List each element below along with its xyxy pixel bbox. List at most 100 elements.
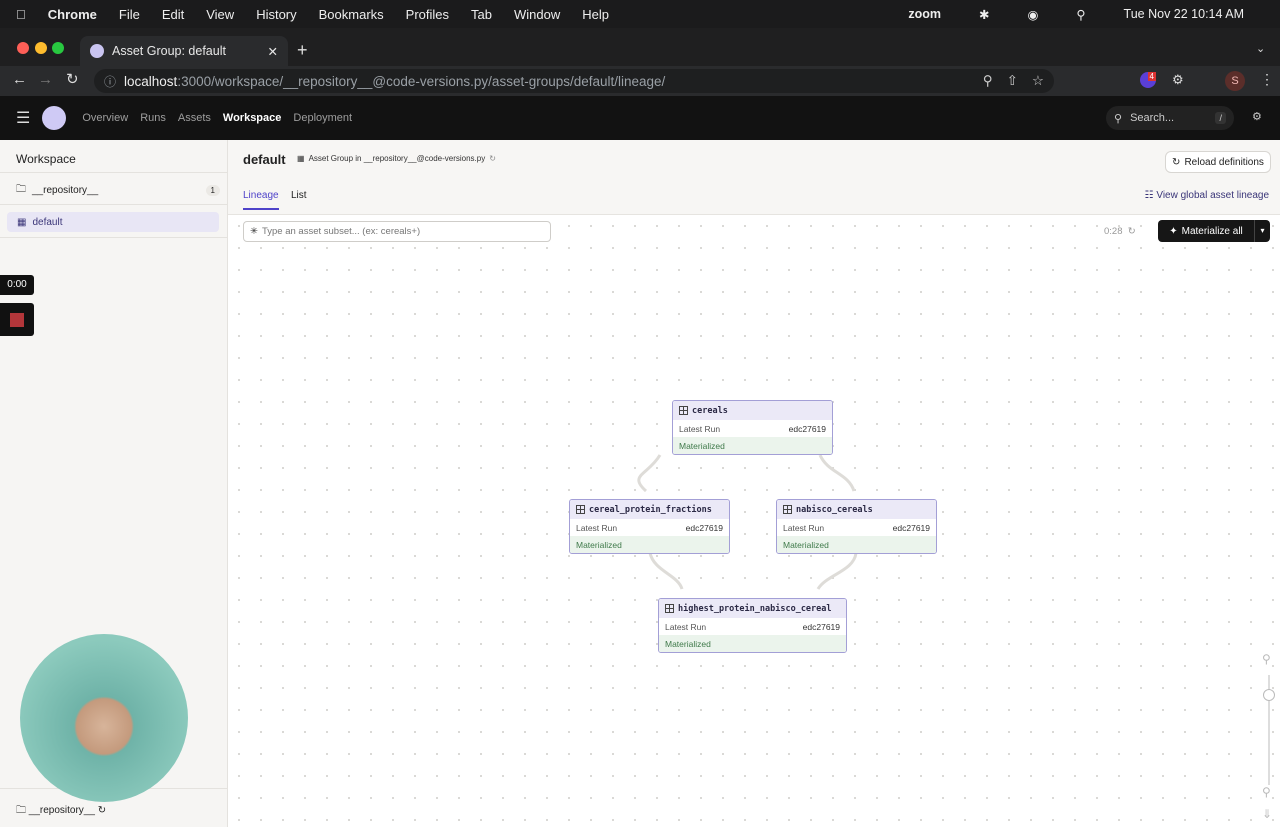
menu-profiles[interactable]: Profiles: [395, 6, 449, 22]
tab-list[interactable]: List: [291, 190, 307, 201]
filter-input[interactable]: ✳ Type an asset subset... (ex: cereals+): [243, 221, 551, 242]
menu-bookmarks[interactable]: Bookmarks: [308, 6, 384, 22]
menu-edit[interactable]: Edit: [152, 6, 184, 22]
menu-history[interactable]: History: [246, 6, 296, 22]
menu-app[interactable]: Chrome: [38, 6, 97, 22]
sidebar-item-default[interactable]: ▦ default: [7, 212, 219, 232]
zoom-status[interactable]: zoom: [908, 7, 941, 21]
close-window-button[interactable]: [17, 42, 29, 54]
browser-tab[interactable]: Asset Group: default ✕: [80, 36, 288, 66]
asset-name: highest_protein_nabisco_cereal: [678, 603, 832, 614]
status-materialized: Materialized: [570, 536, 729, 553]
table-icon: [576, 505, 585, 514]
nav-workspace[interactable]: Workspace: [222, 112, 282, 124]
table-icon: [679, 406, 688, 415]
maximize-window-button[interactable]: [52, 42, 64, 54]
nav-overview[interactable]: Overview: [82, 112, 129, 124]
menu-file[interactable]: File: [109, 6, 140, 22]
run-id-link[interactable]: edc27619: [802, 621, 840, 632]
reload-icon[interactable]: ↻: [66, 71, 79, 88]
asset-group-icon: ▦: [17, 216, 27, 228]
table-icon: [783, 505, 792, 514]
settings-gear-icon[interactable]: ⚙: [1252, 111, 1262, 123]
refresh-icon[interactable]: ↻: [1127, 226, 1136, 237]
extension-icon[interactable]: 4: [1140, 72, 1156, 88]
run-id-link[interactable]: edc27619: [788, 423, 826, 434]
zoom-slider-handle[interactable]: [1263, 689, 1275, 701]
download-icon[interactable]: ⇓: [1262, 807, 1273, 821]
search-input[interactable]: ⚲ Search... /: [1106, 106, 1234, 130]
more-menu-icon[interactable]: ⋮: [1260, 71, 1274, 87]
reload-icon: ↻: [1172, 156, 1181, 168]
status-materialized: Materialized: [673, 437, 832, 454]
extension-badge: 4: [1147, 72, 1156, 81]
url-host: localhost: [124, 73, 178, 89]
footer-repo-label: __repository__: [28, 805, 95, 816]
edges: [637, 454, 858, 590]
asset-node-highest-protein-nabisco-cereal[interactable]: highest_protein_nabisco_cereal Latest Ru…: [658, 598, 847, 653]
run-id-link[interactable]: edc27619: [892, 522, 930, 533]
lineage-canvas[interactable]: ✳ Type an asset subset... (ex: cereals+)…: [228, 214, 1280, 827]
page-title: default: [243, 152, 286, 167]
stop-recording-button[interactable]: [0, 303, 34, 336]
webcam-overlay: [20, 634, 188, 802]
zoom-slider[interactable]: [1263, 675, 1275, 785]
reload-icon[interactable]: ↻: [97, 805, 107, 816]
bookmark-star-icon[interactable]: ☆: [1031, 73, 1044, 88]
status-materialized: Materialized: [659, 635, 846, 652]
latest-run-label: Latest Run: [679, 423, 721, 434]
spotlight-icon[interactable]: ⚲: [1076, 7, 1086, 22]
stop-icon: [10, 313, 24, 327]
dagster-logo[interactable]: [42, 106, 67, 130]
hamburger-menu-icon[interactable]: ☰: [16, 110, 31, 127]
materialize-dropdown-button[interactable]: ▾: [1254, 220, 1270, 242]
site-info-icon[interactable]: ⓘ: [104, 74, 117, 89]
folder-icon: 🗀: [16, 805, 26, 816]
extensions-puzzle-icon[interactable]: ⚙: [1172, 72, 1184, 87]
status-materialized: Materialized: [777, 536, 936, 553]
edge-cereals-fractions: [637, 454, 662, 493]
sidebar-footer-repo[interactable]: 🗀 __repository__ ↻: [16, 803, 106, 820]
tab-lineage[interactable]: Lineage: [243, 190, 279, 210]
view-global-lineage-link[interactable]: ☷ View global asset lineage: [1145, 190, 1269, 201]
profile-avatar[interactable]: S: [1225, 71, 1245, 91]
share-icon[interactable]: ⇧: [1006, 73, 1018, 88]
close-tab-icon[interactable]: ✕: [267, 44, 278, 59]
repo-label: __repository__: [32, 185, 99, 196]
subtitle-text[interactable]: Asset Group in __repository__@code-versi…: [308, 154, 486, 163]
menu-help[interactable]: Help: [572, 6, 609, 22]
reload-icon[interactable]: ↻: [489, 154, 496, 163]
filter-placeholder: Type an asset subset... (ex: cereals+): [261, 226, 421, 237]
refresh-timer-text: 0:28: [1104, 226, 1123, 237]
new-tab-button[interactable]: +: [297, 40, 308, 60]
zoom-out-icon[interactable]: ⚲: [1262, 785, 1271, 799]
sidebar-repo-item[interactable]: 🗀 __repository__ 1: [16, 182, 220, 199]
wifi-icon[interactable]: ◉: [1027, 7, 1039, 22]
menu-tab[interactable]: Tab: [461, 6, 492, 22]
menu-window[interactable]: Window: [504, 6, 560, 22]
back-icon[interactable]: ←: [12, 71, 27, 88]
menu-view[interactable]: View: [196, 6, 234, 22]
nav-assets[interactable]: Assets: [177, 112, 211, 124]
nav-deployment[interactable]: Deployment: [293, 112, 353, 124]
bluetooth-icon[interactable]: ✱: [978, 7, 990, 22]
sparkle-icon: ✳: [250, 226, 258, 237]
clock[interactable]: Tue Nov 22 10:14 AM: [1123, 7, 1244, 21]
tab-search-chevron-icon[interactable]: ⌄: [1256, 43, 1266, 55]
asset-group-subtitle: ▦ Asset Group in __repository__@code-ver…: [297, 154, 496, 163]
reload-definitions-button[interactable]: ↻Reload definitions: [1165, 151, 1271, 173]
address-bar[interactable]: ⓘ localhost:3000/workspace/__repository_…: [94, 69, 1054, 93]
run-id-link[interactable]: edc27619: [685, 522, 723, 533]
refresh-timer[interactable]: 0:28 ↻: [1104, 226, 1136, 237]
sidebar-title: Workspace: [16, 152, 76, 166]
forward-icon[interactable]: →: [38, 71, 53, 88]
minimize-window-button[interactable]: [35, 42, 47, 54]
zoom-in-icon[interactable]: ⚲: [1262, 652, 1271, 666]
zoom-icon[interactable]: ⚲: [982, 73, 993, 88]
materialize-all-button[interactable]: ✦Materialize all: [1158, 220, 1254, 242]
apple-icon[interactable]: : [16, 7, 26, 22]
nav-runs[interactable]: Runs: [140, 112, 166, 124]
